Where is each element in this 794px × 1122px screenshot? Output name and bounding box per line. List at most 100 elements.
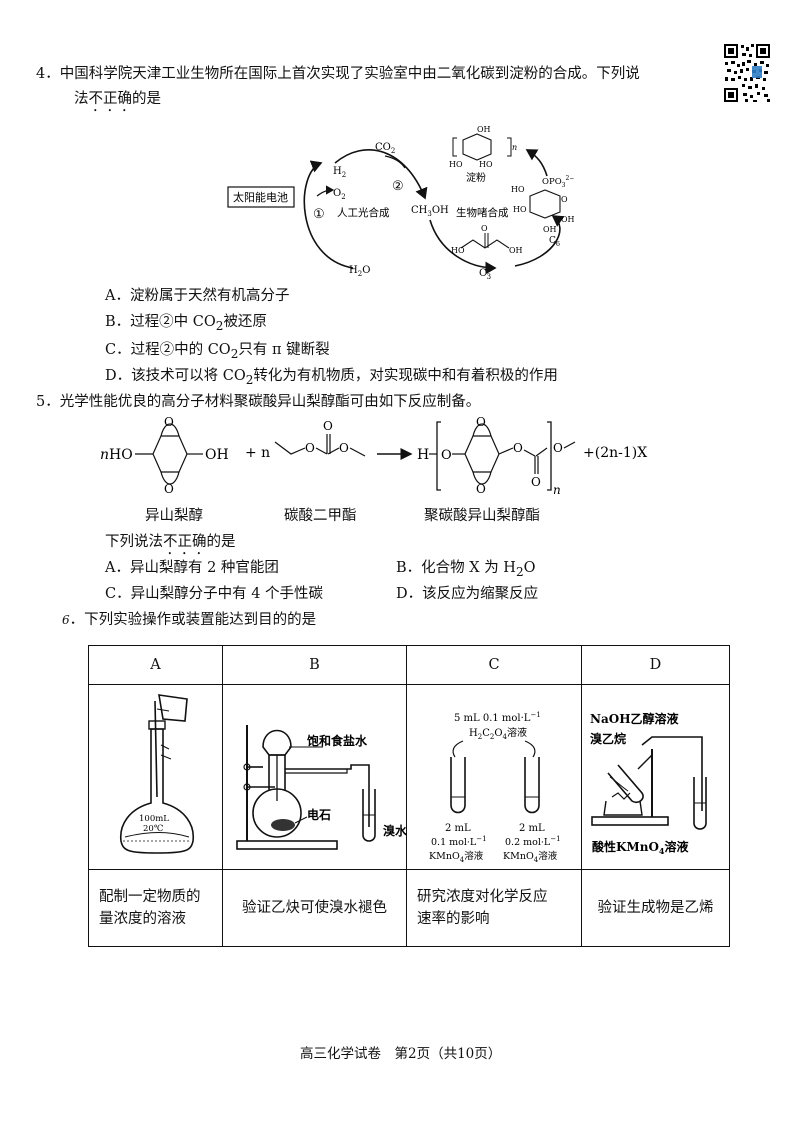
q6-stem: 6．下列实验操作或装置能达到目的的是 bbox=[62, 612, 317, 628]
arc-co2-to-ch3oh bbox=[334, 149, 428, 200]
q6-caption-b: 验证乙炔可使溴水褪色 bbox=[222, 869, 407, 947]
svg-text:O: O bbox=[531, 475, 541, 489]
c-right-vol: 2 mL bbox=[519, 823, 545, 834]
q5-option-c: C．异山梨醇分子中有 4 个手性碳 bbox=[105, 586, 324, 602]
dmc-left bbox=[274, 441, 306, 455]
bromoethane-label: 溴乙烷 bbox=[590, 731, 626, 746]
svg-text:O: O bbox=[305, 441, 315, 455]
co2-label: CO2 bbox=[375, 142, 395, 155]
c6-label: C6 bbox=[549, 236, 560, 248]
acid-kmno4-label: 酸性KMnO4溶液 bbox=[592, 839, 689, 856]
c6-ring-o: O bbox=[561, 195, 568, 204]
qr-code-icon bbox=[722, 42, 772, 104]
svg-text:O: O bbox=[164, 415, 174, 429]
byproduct-x: +(2n-1)X bbox=[583, 445, 647, 461]
q5-option-d: D．该反应为缩聚反应 bbox=[396, 586, 539, 602]
q6-header-c: C bbox=[406, 645, 582, 685]
q6-caption-a: 配制一定物质的量浓度的溶液 bbox=[88, 869, 223, 947]
q6-caption-c: 研究浓度对化学反应速率的影响 bbox=[406, 869, 582, 947]
q6-caption-d: 验证生成物是乙烯 bbox=[581, 869, 730, 947]
carbide-label: 电石 bbox=[307, 807, 331, 822]
page-footer: 高三化学试卷 第2页（共10页） bbox=[300, 1046, 502, 1062]
polymer-name: 聚碳酸异山梨醇酯 bbox=[424, 508, 540, 524]
c-top-line2: H2C2O4溶液 bbox=[469, 726, 527, 741]
starch-ho: HO bbox=[449, 160, 463, 169]
arc-c3-to-c6 bbox=[514, 215, 565, 267]
art-photosynthesis-label: 人工光合成 bbox=[337, 206, 390, 219]
svg-text:O: O bbox=[323, 419, 333, 433]
q5-option-b: B．化合物 X 为 H2O bbox=[396, 560, 536, 579]
starch-ring bbox=[462, 133, 492, 161]
isosorbide-oh: OH bbox=[205, 447, 229, 463]
svg-text:O: O bbox=[513, 441, 523, 455]
q6-header-b: B bbox=[222, 645, 407, 685]
polymer-core bbox=[464, 435, 500, 473]
q6-header-d: D bbox=[581, 645, 730, 685]
bromine-water-label: 溴水 bbox=[383, 823, 407, 838]
polymer-h: H bbox=[417, 447, 429, 463]
q6-image-c: 5 mL 0.1 mol·L−1 H2C2O4溶液 2 mL 0.1 mol·L… bbox=[406, 684, 582, 870]
q4-stem-line2: 法不正确的是 bbox=[74, 91, 161, 107]
q4-option-d: D．该技术可以将 CO2转化为有机物质，对实现碳中和有着积极的作用 bbox=[105, 368, 558, 387]
c6-oh2: OH bbox=[543, 225, 557, 234]
q4-stem: 4．中国科学院天津工业生物所在国际上首次实现了实验室中由二氧化碳到淀粉的合成。下… bbox=[36, 66, 640, 82]
svg-text:O: O bbox=[441, 448, 452, 463]
c3-label: C3 bbox=[479, 268, 491, 281]
svg-text:O: O bbox=[164, 482, 174, 496]
c3-oh: OH bbox=[509, 246, 523, 255]
dmc-name: 碳酸二甲酯 bbox=[284, 508, 357, 524]
q6-number: 6 bbox=[62, 613, 70, 627]
q5-sub-stem: 下列说法不正确的是 bbox=[105, 534, 236, 550]
q5-reaction-equation: nHO O O OH + n O O O H O O O O O n O +(2… bbox=[100, 415, 647, 497]
glucose-phosphate-ring bbox=[529, 189, 561, 219]
plus-n: + n bbox=[245, 445, 270, 461]
arc-h2o-to-h2 bbox=[303, 160, 354, 269]
polymer-n: n bbox=[553, 483, 561, 497]
bio-enzyme-label: 生物啫合成 bbox=[456, 206, 509, 219]
opo3-label: OPO32− bbox=[542, 175, 574, 189]
svg-text:O: O bbox=[476, 415, 486, 429]
c-left-reagent: KMnO4溶液 bbox=[429, 850, 484, 864]
elimination-apparatus-illustration: NaOH乙醇溶液 溴乙烷 酸性KMnO4溶液 bbox=[590, 711, 707, 856]
svg-text:O: O bbox=[339, 441, 349, 455]
c6-ho1: HO bbox=[511, 185, 525, 194]
isosorbide-name: 异山梨醇 bbox=[145, 508, 203, 524]
c-right-conc: 0.2 mol·L−1 bbox=[505, 835, 561, 848]
svg-text:O: O bbox=[476, 482, 486, 496]
flask-temp-label: 20℃ bbox=[143, 824, 163, 834]
arc-ch3oh-to-c3 bbox=[429, 219, 497, 275]
q6-header-a: A bbox=[88, 645, 223, 685]
isosorbide-core bbox=[152, 435, 188, 473]
c6-ho2: HO bbox=[513, 205, 527, 214]
q6-image-b: 饱和食盐水 电石 溴水 bbox=[222, 684, 408, 870]
isosorbide-n-ho: nHO bbox=[100, 447, 133, 463]
q4-option-a: A．淀粉属于天然有机高分子 bbox=[105, 288, 290, 304]
q6-image-a: 100mL 20℃ bbox=[88, 684, 223, 870]
o2-label: O2 bbox=[333, 188, 346, 201]
starch-ho2: HO bbox=[479, 160, 493, 169]
q6-table: A B C D 100mL 20℃ bbox=[88, 645, 730, 947]
c3-o: O bbox=[481, 224, 488, 233]
q5-option-a: A．异山梨醇有 2 种官能团 bbox=[105, 560, 279, 576]
acetylene-apparatus-illustration: 饱和食盐水 电石 溴水 bbox=[236, 725, 408, 850]
h2-label: H2 bbox=[333, 166, 346, 179]
c-top-line1: 5 mL 0.1 mol·L−1 bbox=[454, 711, 541, 724]
arc-c6-to-starch bbox=[525, 149, 548, 177]
c-right-reagent: KMnO4溶液 bbox=[503, 850, 558, 864]
test-tubes-illustration: 5 mL 0.1 mol·L−1 H2C2O4溶液 2 mL 0.1 mol·L… bbox=[429, 711, 561, 864]
q4-option-c: C．过程②中的 CO2只有 π 键断裂 bbox=[105, 342, 330, 361]
flask-volume-label: 100mL bbox=[139, 814, 169, 824]
q5-stem: 5．光学性能优良的高分子材料聚碳酸异山梨醇酯可由如下反应制备。 bbox=[36, 394, 481, 410]
svg-text:O: O bbox=[553, 441, 563, 455]
step2-marker: ② bbox=[392, 179, 404, 194]
c6-oh: OH bbox=[561, 215, 575, 224]
battery-label: 太阳能电池 bbox=[233, 190, 288, 204]
c3-ho: HO bbox=[451, 246, 465, 255]
naoh-ethanol-label: NaOH乙醇溶液 bbox=[590, 711, 679, 726]
h2o-label: H2O bbox=[349, 265, 370, 278]
solar-battery-box bbox=[227, 186, 295, 208]
ch3oh-label: CH3OH bbox=[411, 205, 449, 218]
starch-label: 淀粉 bbox=[466, 171, 486, 184]
c-left-vol: 2 mL bbox=[445, 823, 471, 834]
q4-option-b: B．过程②中 CO2被还原 bbox=[105, 314, 267, 333]
